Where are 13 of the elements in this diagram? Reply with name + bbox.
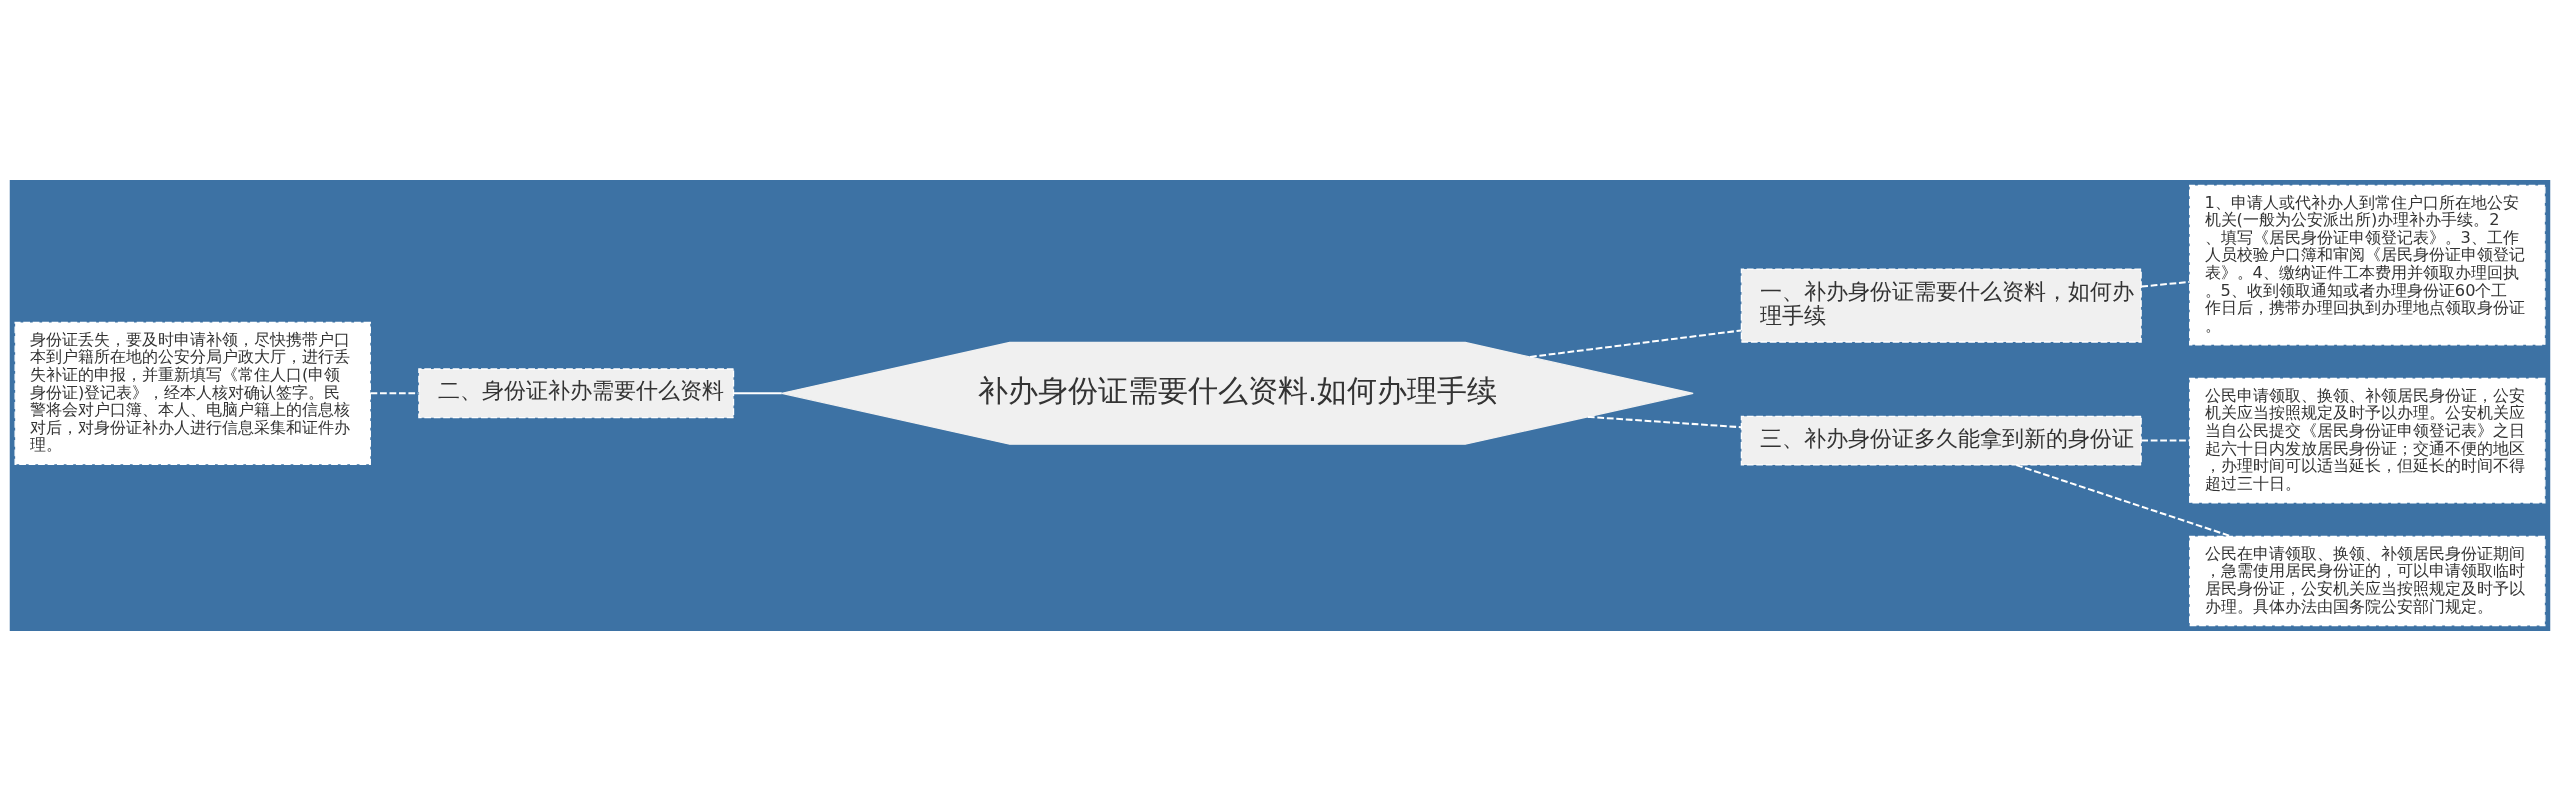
connector <box>733 392 782 395</box>
node-box: 三、补办身份证多久能拿到新的身份证 <box>1740 415 2142 466</box>
connector <box>2016 464 2232 538</box>
node-box: 一、补办身份证需要什么资料，如何办理手续 <box>1740 268 2142 343</box>
connector <box>2141 439 2190 442</box>
connector <box>1529 329 1742 358</box>
node-box: 身份证丢失，要及时申请补领，尽快携带户口本到户籍所在地的公安分局户政大厅，进行丢失补证的申报，并重新填写《常住人口(申领身份证)登记表》，经本人核对确认签字。民警将会对户口簿、本人、电脑户籍上的信息核对后，对身份证补办人进行信息采集和证件办理。 <box>14 321 371 465</box>
connector <box>2141 280 2190 288</box>
node-box: 1、申请人或代补办人到常住户口所在地公安机关(一般为公安派出所)办理补办手续。2、填写《居民身份证申领登记表》。3、工作人员校验户口簿和审阅《居民身份证申领登记表》。4、缴纳证件工本费用并领取办理回执。5、收到领取通知或者办理身份证60个工作日后，携带办理回执到办理地点领取身份证。 <box>2189 184 2546 346</box>
node-box: 公民在申请领取、换领、补领居民身份证期间，急需使用居民身份证的，可以申请领取临时居民身份证，公安机关应当按照规定及时予以办理。具体办法由国务院公安部门规定。 <box>2189 535 2546 627</box>
connector <box>1587 415 1742 429</box>
node-box: 公民申请领取、换领、补领居民身份证，公安机关应当按照规定及时予以办理。公安机关应当自公民提交《居民身份证申领登记表》之日起六十日内发放居民身份证；交通不便的地区，办理时间可以适当延长，但延长的时间不得超过三十日。 <box>2189 377 2546 504</box>
node-box: 二、身份证补办需要什么资料 <box>418 368 735 419</box>
